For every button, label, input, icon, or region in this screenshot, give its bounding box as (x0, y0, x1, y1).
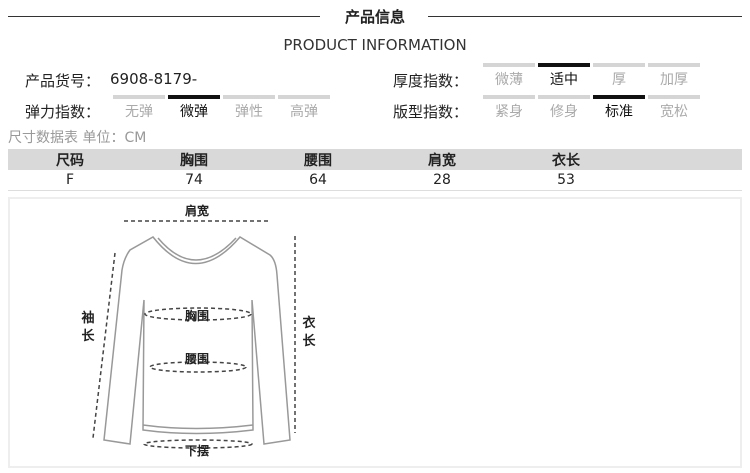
label-length-1: 衣 (302, 315, 315, 331)
measurement-diagram (8, 197, 742, 468)
label-length-2: 长 (302, 333, 316, 349)
cell-shoulder: 28 (380, 170, 504, 191)
header-waist: 腰围 (256, 149, 380, 170)
elasticity-option: 弹性 (223, 95, 275, 121)
cell-size: F (8, 170, 132, 191)
title-line-right (428, 16, 742, 17)
sku-label: 产品货号： (25, 72, 101, 90)
label-hem: 下摆 (185, 443, 209, 458)
fit-option: 修身 (538, 95, 590, 121)
label-shoulder: 肩宽 (185, 203, 209, 218)
thickness-label: 厚度指数： (393, 72, 469, 90)
header-size: 尺码 (8, 149, 132, 170)
fit-option: 宽松 (648, 95, 700, 121)
section-title: 产品信息 (344, 8, 405, 26)
size-table-note: 尺寸数据表 单位：CM (8, 130, 147, 146)
elasticity-label: 弹力指数： (25, 103, 101, 121)
thickness-option: 加厚 (648, 63, 700, 89)
cell-waist: 64 (256, 170, 380, 191)
header-shoulder: 肩宽 (380, 149, 504, 170)
label-sleeve-1: 袖 (81, 310, 94, 326)
header-chest: 胸围 (132, 149, 256, 170)
label-sleeve-2: 长 (81, 328, 95, 344)
fit-label: 版型指数： (393, 103, 469, 121)
size-table: 尺码 胸围 腰围 肩宽 衣长 F 74 64 28 53 (8, 149, 742, 191)
cell-chest: 74 (132, 170, 256, 191)
header-length: 衣长 (504, 149, 628, 170)
elasticity-option: 高弹 (278, 95, 330, 121)
label-chest: 胸围 (185, 308, 209, 323)
title-line-left (8, 16, 320, 17)
elasticity-option: 无弹 (113, 95, 165, 121)
table-header-row: 尺码 胸围 腰围 肩宽 衣长 (8, 149, 742, 170)
cell-length: 53 (504, 170, 628, 191)
fit-option: 紧身 (483, 95, 535, 121)
label-waist: 腰围 (184, 351, 209, 366)
elasticity-option: 微弹 (168, 95, 220, 121)
fit-option: 标准 (593, 95, 645, 121)
thickness-option: 厚 (593, 63, 645, 89)
section-subtitle: PRODUCT INFORMATION (283, 36, 467, 54)
table-row: F 74 64 28 53 (8, 170, 742, 191)
thickness-option: 适中 (538, 63, 590, 89)
thickness-option: 微薄 (483, 63, 535, 89)
sku-value: 6908-8179- (110, 70, 198, 88)
